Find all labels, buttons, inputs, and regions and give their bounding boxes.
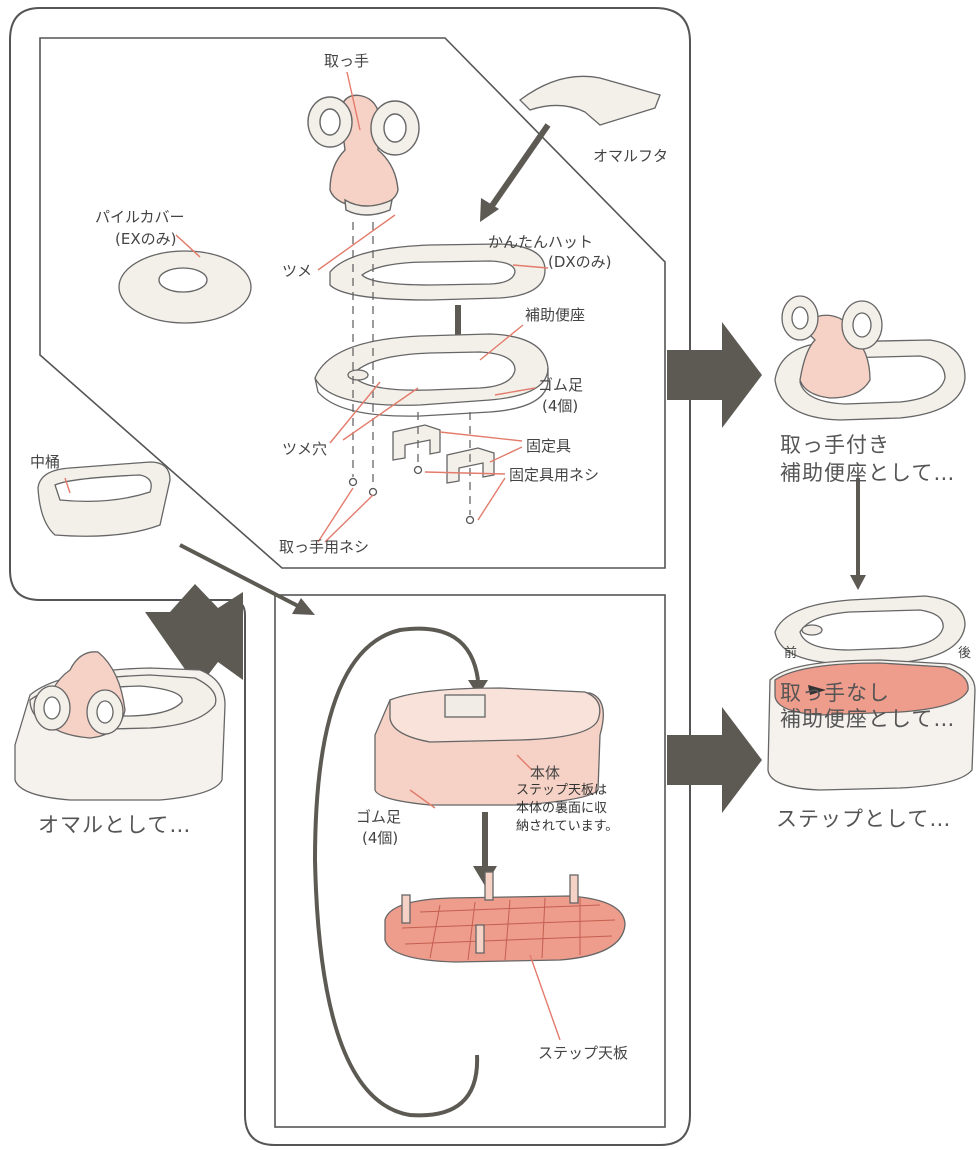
inner-top-panel [39, 37, 666, 569]
handle-seat-illustration [774, 295, 966, 421]
label-back: 後 [958, 646, 972, 661]
arrow-to-omaru [145, 584, 243, 688]
label-rubber-feet-top: ゴム足 [538, 376, 584, 394]
label-rubber-feet-bottom: ゴム足 [356, 808, 402, 826]
label-handle: 取っ手 [324, 52, 370, 70]
bucket-arrow-head [292, 598, 315, 615]
usage-as-step: ステップとして… [776, 807, 952, 831]
label-fixture: 固定具 [526, 437, 572, 455]
arrow-to-step [667, 707, 762, 813]
label-kantan-hat: かんたんハット [488, 233, 594, 251]
outer-frame [9, 7, 691, 1146]
label-rubber-feet-bottom-count: (4個) [362, 829, 399, 847]
no-handle-seat-illustration [774, 595, 966, 665]
label-fixture-screw: 固定具用ネシ [509, 466, 600, 484]
label-omaru-lid: オマルフタ [593, 147, 669, 165]
label-tab: ツメ [282, 262, 313, 280]
label-front: 前 [784, 646, 798, 661]
label-handle-screw: 取っ手用ネシ [279, 538, 370, 556]
body-illustration [374, 687, 604, 806]
step-storage-note-2: 本体の裏面に収 [516, 801, 608, 816]
step-storage-note-1: ステップ天板は [516, 783, 608, 798]
usage-with-handle-line1: 取っ手付き [780, 433, 890, 457]
omaru-lid-illustration [519, 75, 661, 126]
step-illustration [767, 659, 976, 791]
handle-illustration [307, 94, 420, 216]
aux-seat-illustration [314, 333, 549, 417]
label-rubber-feet-top-count: (4個) [542, 397, 579, 415]
omaru-illustration [14, 651, 226, 801]
label-step-top: ステップ天板 [538, 1044, 629, 1062]
label-pile-cover-note: (EXのみ) [115, 230, 177, 248]
pile-cover-illustration [118, 250, 252, 324]
kantan-hat-illustration [329, 243, 546, 301]
label-kantan-hat-note: (DXのみ) [548, 253, 612, 271]
label-pile-cover: パイルカバー [95, 208, 185, 226]
down-arrow-head [850, 575, 866, 590]
inner-bottom-panel [274, 594, 666, 1128]
step-board-illustration [384, 871, 626, 963]
label-inner-bucket: 中桶 [30, 453, 61, 471]
label-aux-seat: 補助便座 [525, 306, 586, 324]
usage-no-handle-line1: 取っ手なし [780, 681, 890, 705]
loop-arrow [312, 626, 480, 1118]
arrow-to-handle-seat [667, 322, 762, 428]
label-body: 本体 [530, 764, 561, 782]
inner-bucket-illustration [37, 461, 171, 537]
step-storage-note-3: 納されています。 [516, 819, 619, 834]
usage-as-omaru: オマルとして… [38, 813, 192, 837]
screw-illustrations [348, 465, 475, 525]
label-tab-hole: ツメ穴 [282, 440, 328, 458]
lid-arrow-head [480, 198, 499, 222]
usage-with-handle-line2: 補助便座として… [780, 461, 956, 485]
usage-no-handle-line2: 補助便座として… [780, 707, 956, 731]
fixture-illustrations [392, 424, 495, 484]
